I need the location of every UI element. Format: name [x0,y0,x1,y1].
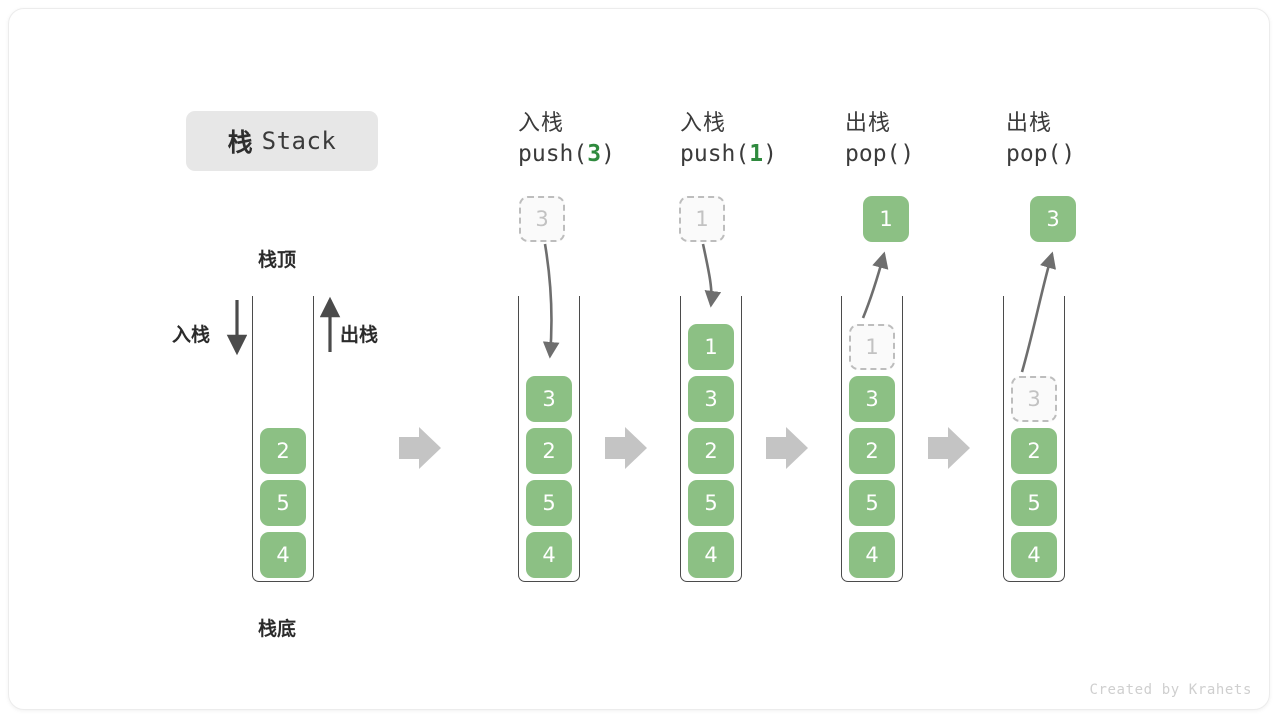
push-1-ghost-value: 1 [679,196,725,242]
stack-cell: 4 [849,532,895,578]
pop-direction-label: 出栈 [340,325,379,346]
stack-cell: 4 [260,532,306,578]
stack-walls [680,296,742,582]
figure-title-en: Stack [261,127,337,155]
stack-cell: 4 [1011,532,1057,578]
stack-cell: 4 [526,532,572,578]
caption-pop-3-code: pop() [1006,141,1076,167]
caption-pop-1: 出栈 pop() [845,108,1005,170]
caption-push-3: 入栈 push(3) [518,108,678,170]
stack-walls [841,296,903,582]
stack-cell: 3 [526,376,572,422]
credit-text: Created by Krahets [1089,682,1252,698]
stack-cell: 2 [260,428,306,474]
figure-title-chip: 栈 Stack [186,111,378,171]
stack-cell: 5 [688,480,734,526]
stack-walls [518,296,580,582]
stack-cell: 2 [688,428,734,474]
stack-walls [1003,296,1065,582]
caption-push-3-code: push(3) [518,141,615,167]
stack-cell-ghost: 3 [1011,376,1057,422]
caption-push-3-cn: 入栈 [518,110,565,135]
caption-pop-1-cn: 出栈 [845,110,892,135]
stack-cell: 3 [688,376,734,422]
caption-pop-3-cn: 出栈 [1006,110,1053,135]
stack-top-label: 栈顶 [258,250,297,271]
stack-cell: 4 [688,532,734,578]
stack-cell: 5 [260,480,306,526]
stack-walls [252,296,314,582]
caption-pop-1-code: pop() [845,141,915,167]
caption-pop-3: 出栈 pop() [1006,108,1166,170]
caption-push-1-code: push(1) [680,141,777,167]
push-3-ghost-value: 3 [519,196,565,242]
stack-cell: 3 [849,376,895,422]
caption-push-1-cn: 入栈 [680,110,727,135]
stack-cell: 2 [1011,428,1057,474]
stack-cell: 2 [849,428,895,474]
pop-1-returned-value: 1 [863,196,909,242]
stack-cell: 5 [849,480,895,526]
stack-cell: 2 [526,428,572,474]
stack-cell-ghost: 1 [849,324,895,370]
caption-push-1: 入栈 push(1) [680,108,840,170]
stack-bottom-label: 栈底 [258,619,297,640]
figure-title-cn: 栈 [227,129,253,157]
stack-cell: 5 [1011,480,1057,526]
push-direction-label: 入栈 [172,325,211,346]
pop-3-returned-value: 3 [1030,196,1076,242]
stack-cell: 1 [688,324,734,370]
stack-cell: 5 [526,480,572,526]
